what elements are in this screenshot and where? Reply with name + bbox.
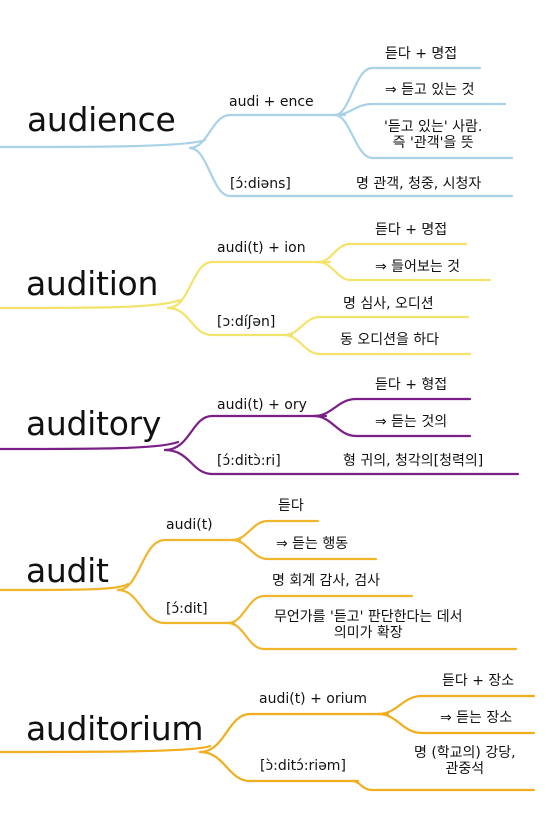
- audience-branch-m2: [333, 102, 507, 117]
- audience-branch-m1: [333, 66, 482, 117]
- auditory-branch-m1: [312, 397, 472, 418]
- auditory-meaning-2: ⇒ 듣는 것의: [375, 414, 448, 430]
- auditory-branch-morph: [163, 414, 328, 452]
- audience-meaning-2: ⇒ 듣고 있는 것: [385, 82, 475, 98]
- auditorium-pronunciation: [ɔ̀:ditɔ́:riəm]: [260, 758, 346, 774]
- audit-branch-m1: [230, 519, 320, 542]
- word-audience: audience: [27, 100, 176, 139]
- audition-pronunciation: [ɔ:díʃən]: [217, 314, 276, 330]
- audience-underline: [0, 138, 207, 149]
- audition-definition-2: 동 오디션을 하다: [340, 332, 440, 348]
- audience-meaning-3: '듣고 있는' 사람. 즉 '관객'을 뜻: [384, 119, 483, 152]
- audition-branch-d2: [282, 333, 472, 356]
- auditorium-branch-m2: [376, 712, 536, 735]
- audition-branch-m2: [316, 260, 492, 282]
- word-audition: audition: [26, 264, 159, 303]
- audit-pronunciation: [ɔ́:dit]: [166, 601, 208, 617]
- auditory-definition: 형 귀의, 청각의[청력의]: [343, 453, 484, 469]
- auditorium-meaning-2: ⇒ 듣는 장소: [440, 710, 513, 726]
- audit-branches: [0, 519, 518, 651]
- audition-definition-1: 명 심사, 오디션: [343, 296, 434, 312]
- audit-branch-d1: [226, 594, 414, 625]
- audience-pronunciation: [ɔ́:diəns]: [230, 176, 291, 192]
- audition-morphology: audi(t) + ion: [217, 240, 306, 256]
- auditory-underline: [0, 440, 180, 451]
- audition-branch-m1: [316, 242, 468, 264]
- audience-definition: 명 관객, 청중, 시청자: [356, 176, 482, 192]
- word-auditory: auditory: [26, 404, 162, 443]
- audience-branches: [0, 66, 514, 198]
- audience-morphology: audi + ence: [229, 94, 314, 110]
- auditory-morphology: audi(t) + ory: [217, 397, 307, 413]
- auditory-meaning-1: 듣다 + 형접: [375, 377, 448, 393]
- audit-definition-2: 무언가를 '듣고' 판단한다는 데서 의미가 확장: [274, 609, 463, 642]
- audit-branch-morph: [116, 538, 242, 592]
- word-auditorium: auditorium: [26, 709, 204, 748]
- audience-meaning-1: 듣다 + 명접: [385, 46, 458, 62]
- audience-branch-m3: [333, 113, 514, 160]
- audition-branches: [0, 242, 492, 356]
- audition-branch-morph: [166, 260, 332, 310]
- auditorium-branch-morph: [198, 712, 390, 754]
- audit-branch-d2: [226, 621, 518, 651]
- audition-branch-pron: [166, 306, 294, 337]
- auditorium-branch-m1: [376, 694, 536, 716]
- audit-definition-1: 명 회계 감사, 검사: [272, 573, 380, 589]
- word-audit: audit: [26, 551, 109, 590]
- audience-branch-pron: [188, 146, 514, 198]
- audit-branch-m2: [230, 538, 378, 561]
- auditorium-definition: 명 (학교의) 강당, 관중석: [414, 745, 516, 778]
- auditorium-meaning-1: 듣다 + 장소: [442, 673, 515, 689]
- auditorium-morphology: audi(t) + orium: [259, 691, 367, 707]
- audience-branch-morph: [188, 113, 347, 150]
- audit-meaning-2: ⇒ 듣는 행동: [276, 536, 349, 552]
- auditorium-branch-def: [350, 779, 536, 792]
- auditorium-branch-pron: [198, 750, 360, 783]
- audition-branch-d1: [282, 315, 470, 337]
- audition-meaning-2: ⇒ 들어보는 것: [375, 259, 461, 275]
- auditory-pronunciation: [ɔ́:ditɔ̀:ri]: [217, 453, 281, 469]
- auditory-branch-m2: [312, 414, 472, 438]
- auditorium-underline: [0, 744, 212, 754]
- auditory-branch-pron: [163, 448, 520, 476]
- audit-morphology: audi(t): [166, 517, 213, 533]
- audit-underline: [0, 582, 130, 592]
- audition-meaning-1: 듣다 + 명접: [375, 222, 448, 238]
- audit-branch-pron: [116, 588, 236, 625]
- audit-meaning-1: 듣다: [278, 498, 304, 514]
- auditorium-branches: [0, 694, 536, 792]
- audition-underline: [0, 298, 182, 310]
- auditory-branches: [0, 397, 520, 476]
